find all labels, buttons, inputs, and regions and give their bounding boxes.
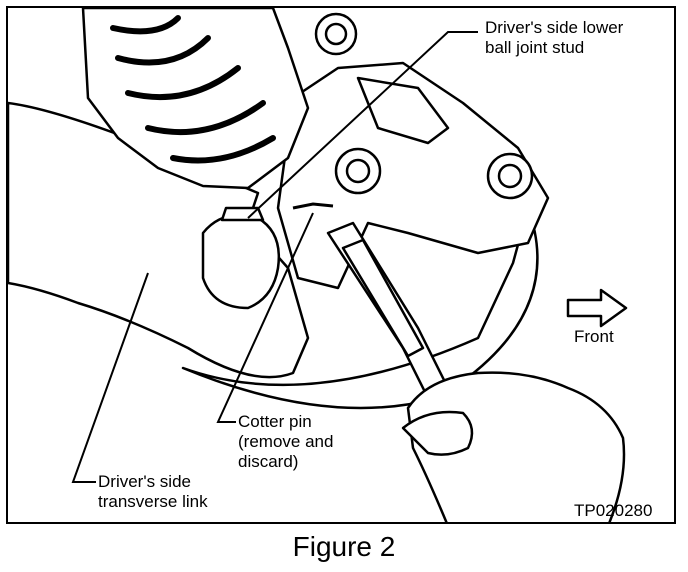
transverse-link-label: Driver's side transverse link xyxy=(98,472,208,511)
ball-joint-leader xyxy=(247,31,478,219)
suspension-illustration xyxy=(8,8,628,522)
transverse-link-leader xyxy=(71,272,149,483)
illustration-frame: Driver's side lower ball joint stud Cott… xyxy=(6,6,676,524)
figure-code: TP020280 xyxy=(574,501,653,520)
leader-lines xyxy=(71,31,478,483)
front-label: Front xyxy=(574,327,614,346)
hand xyxy=(406,371,626,522)
ball-joint-boot xyxy=(201,213,281,310)
ball-joint-stud-label: Driver's side lower ball joint stud xyxy=(485,18,624,57)
front-arrow-icon xyxy=(566,288,628,328)
cotter-pin xyxy=(292,202,334,210)
cv-boot xyxy=(81,8,310,190)
figure-caption: Figure 2 xyxy=(292,531,396,562)
cotter-pin-leader xyxy=(216,212,314,423)
transverse-link xyxy=(8,101,310,379)
cotter-pin-label: Cotter pin (remove and discard) xyxy=(238,412,334,471)
ball-joint-nut xyxy=(220,206,265,222)
brake-rotor xyxy=(181,206,539,410)
cv-boot-ribs xyxy=(110,15,276,164)
